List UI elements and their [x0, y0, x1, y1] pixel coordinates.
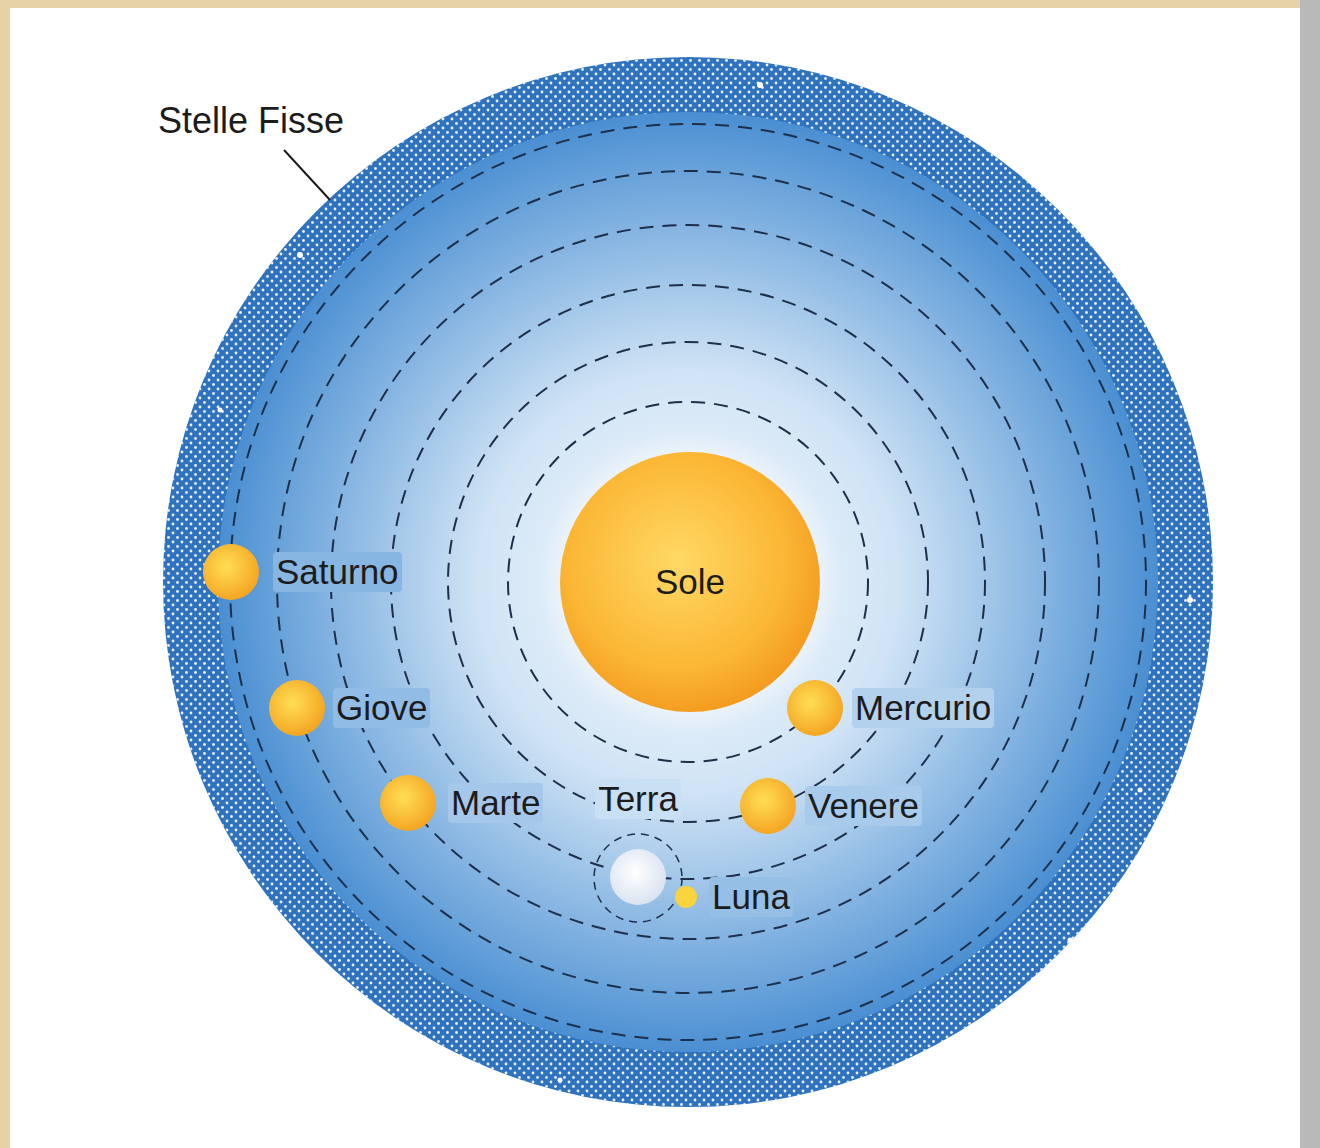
- planet-venus: Venere: [740, 778, 796, 834]
- body-name: Sole: [652, 562, 728, 602]
- orbits: [230, 124, 1146, 1040]
- moon-orbit: [594, 834, 682, 922]
- circle-outline: [610, 849, 666, 905]
- planet-label: Mercurio: [852, 688, 994, 728]
- fixed-stars-label: Stelle Fisse: [158, 100, 344, 141]
- page-edge: [1300, 0, 1320, 1148]
- circle-outline: [203, 544, 259, 600]
- circle-outline: [740, 778, 796, 834]
- planet-label: Venere: [805, 786, 922, 826]
- planet-label: Giove: [333, 688, 430, 728]
- body-circle: [203, 544, 259, 600]
- orbit: [508, 402, 868, 762]
- planet-label: Luna: [709, 877, 793, 917]
- star: [757, 82, 763, 88]
- sun-glow: [540, 432, 840, 732]
- circle-outline: [380, 775, 436, 831]
- star-sparkles: [218, 82, 1194, 1083]
- body-circle: [560, 452, 820, 712]
- orbit: [230, 124, 1146, 1040]
- planet-jupiter: Giove: [269, 680, 325, 736]
- sun-disk: Sole: [560, 452, 820, 712]
- leader-line: [284, 150, 330, 200]
- planet-mars: Marte: [380, 775, 436, 831]
- planet-label: Terra: [595, 779, 681, 819]
- body-circle: [675, 886, 697, 908]
- star: [1068, 938, 1073, 943]
- planet-label: Marte: [448, 783, 543, 823]
- orbit: [391, 285, 985, 879]
- planet-saturn: Saturno: [203, 544, 259, 600]
- orbit: [448, 342, 928, 822]
- body-circle: [610, 849, 666, 905]
- body-circle: [380, 775, 436, 831]
- moon: Luna: [675, 886, 697, 908]
- star: [558, 1078, 563, 1083]
- fixed-stars-sphere: [163, 57, 1213, 1107]
- star: [1138, 788, 1143, 793]
- orbit: [331, 225, 1045, 939]
- circle-outline: [787, 680, 843, 736]
- body-circle: [269, 680, 325, 736]
- sky-disk: [218, 112, 1158, 1052]
- planet-label: Saturno: [273, 552, 402, 592]
- planet-mercury: Mercurio: [787, 680, 843, 736]
- body-circle: [787, 680, 843, 736]
- circle-outline: [675, 886, 697, 908]
- star: [218, 408, 223, 413]
- star-texture: [163, 57, 1213, 1107]
- page-panel: [10, 8, 1300, 1148]
- star: [1187, 597, 1193, 603]
- star: [297, 252, 303, 258]
- circle-outline: [269, 680, 325, 736]
- body-circle: [740, 778, 796, 834]
- planet-earth: Terra: [610, 849, 666, 905]
